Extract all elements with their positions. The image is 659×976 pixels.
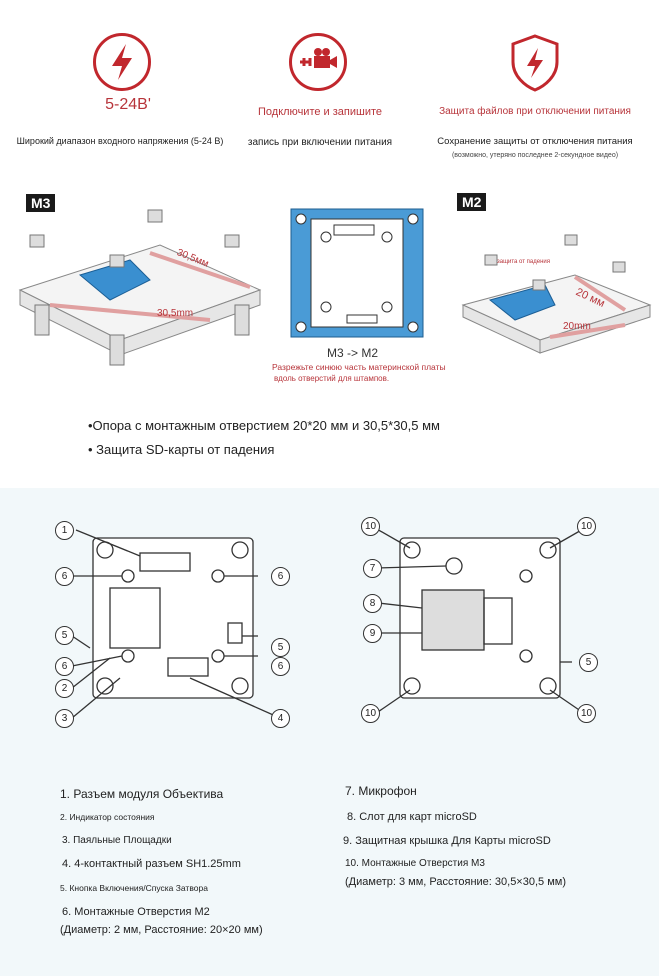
board-back-diagram: [374, 527, 586, 715]
m3-mount-illustration: [18, 209, 262, 366]
legend-item: 6. Монтажные Отверстия M2: [62, 906, 210, 918]
callout-1: 1: [55, 521, 74, 540]
m2-note: защита от падения: [497, 259, 551, 265]
legend-item: (Диаметр: 3 мм, Расстояние: 30,5×30,5 мм…: [345, 876, 566, 888]
callout-6: 6: [271, 657, 290, 676]
callout-6: 6: [271, 567, 290, 586]
legend-item: 9. Защитная крышка Для Карты microSD: [343, 835, 551, 847]
callout-7: 7: [363, 559, 382, 578]
board-diagram-section: 1 6 6 5 5 6 6 2 3 4 10 10 7 8 9 5 10 10 …: [0, 488, 659, 976]
legend-item: 3. Паяльные Площадки: [62, 835, 172, 846]
feature-desc: Сохранение защиты от отключения питания: [437, 136, 633, 147]
m3-to-m2-board: [290, 208, 424, 338]
legend-item: 7. Микрофон: [345, 784, 417, 798]
callout-3: 3: [55, 709, 74, 728]
bullet-mount-holes: •Опора с монтажным отверстием 20*20 мм и…: [88, 418, 440, 433]
legend-item: 8. Слот для карт microSD: [347, 811, 477, 823]
m2-mount-illustration: [461, 234, 652, 354]
feature-desc: запись при включении питания: [247, 137, 393, 148]
callout-10: 10: [361, 704, 380, 723]
convert-note: Разрежьте синюю часть материнской платы: [272, 362, 446, 372]
m3-tag: M3: [26, 194, 56, 212]
legend-item: 10. Монтажные Отверстия M3: [345, 858, 485, 869]
lightning-icon: [93, 33, 151, 91]
callout-10: 10: [577, 704, 596, 723]
callout-5: 5: [579, 653, 598, 672]
m2-dim-label: 20mm: [563, 321, 591, 332]
legend-item: 1. Разъем модуля Объектива: [60, 787, 224, 801]
m2-tag: M2: [457, 193, 487, 211]
legend-item: 2. Индикатор состояния: [60, 812, 155, 822]
plug-camera-icon: [289, 33, 347, 91]
convert-title: M3 -> M2: [327, 346, 379, 360]
legend-item: (Диаметр: 2 мм, Расстояние: 20×20 мм): [60, 924, 263, 936]
board-front-diagram: [71, 529, 281, 719]
bullet-sd-protection: • Защита SD-карты от падения: [88, 442, 275, 457]
callout-5: 5: [55, 626, 74, 645]
feature-title: Подключите и запишите: [258, 106, 382, 118]
shield-lightning-icon: [505, 32, 565, 97]
feature-title: Защита файлов при отключении питания: [439, 106, 631, 117]
callout-5: 5: [271, 638, 290, 657]
callout-10: 10: [577, 517, 596, 536]
feature-desc: Широкий диапазон входного напряжения (5-…: [16, 136, 224, 146]
callout-6: 6: [55, 567, 74, 586]
callout-4: 4: [271, 709, 290, 728]
convert-note: вдоль отверстий для штампов.: [274, 374, 390, 383]
callout-8: 8: [363, 594, 382, 613]
callout-2: 2: [55, 679, 74, 698]
feature-note: (возможно, утеряно последнее 2-секундное…: [451, 152, 619, 159]
callout-9: 9: [363, 624, 382, 643]
callout-10: 10: [361, 517, 380, 536]
callout-6: 6: [55, 657, 74, 676]
feature-title: 5-24В': [105, 96, 151, 113]
legend-item: 5. Кнопка Включения/Спуска Затвора: [60, 883, 208, 893]
legend-item: 4. 4-контактный разъем SH1.25mm: [62, 858, 241, 870]
m3-dim-label: 30,5mm: [157, 308, 194, 319]
